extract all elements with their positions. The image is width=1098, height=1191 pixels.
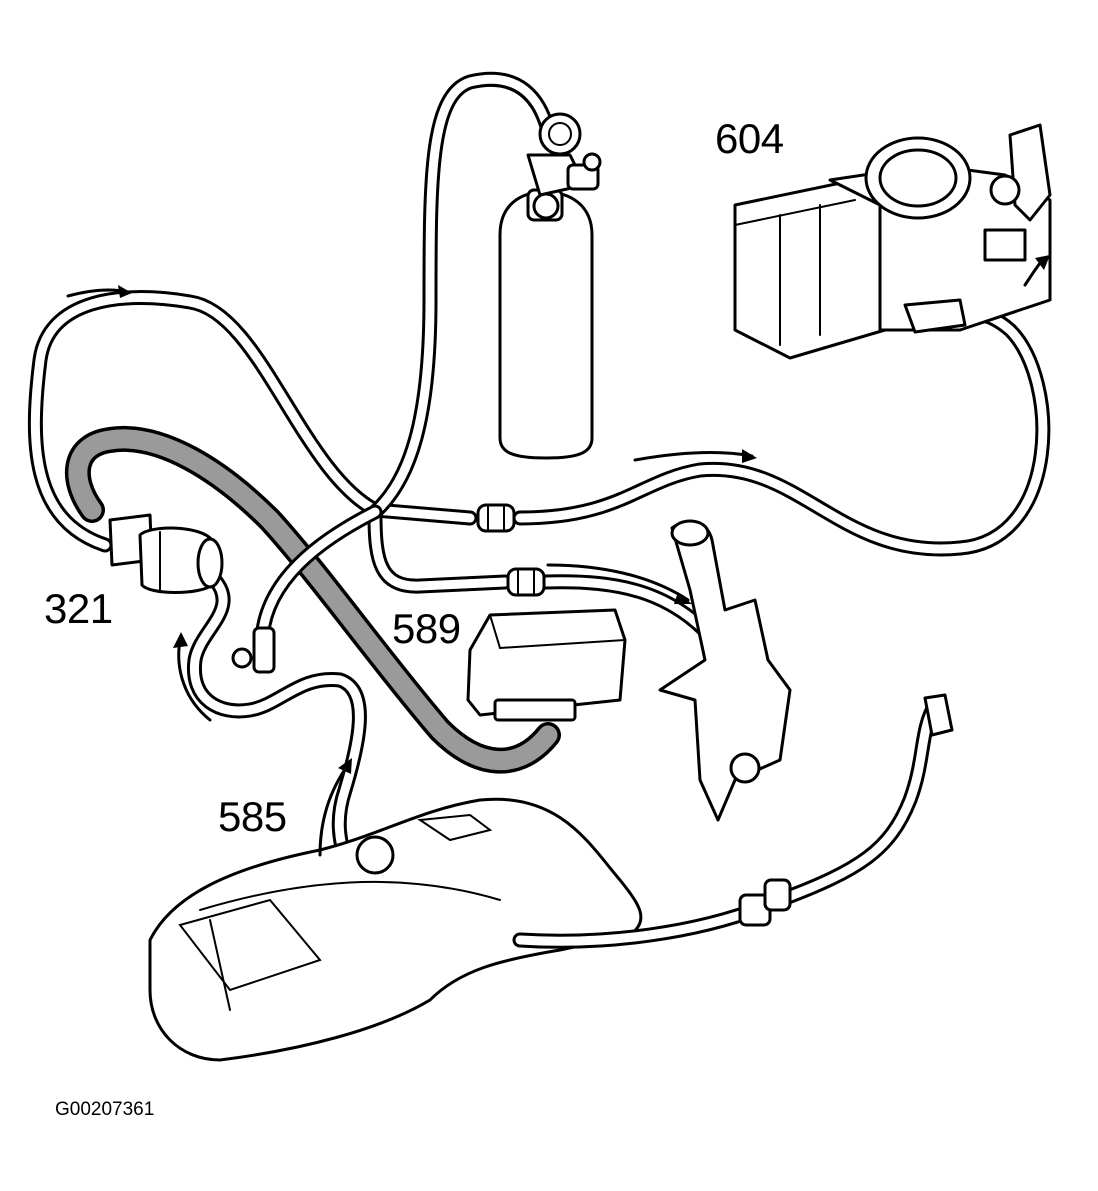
flow-arrow-icon: [173, 632, 188, 648]
purge-tee-fitting: [231, 626, 276, 674]
test-gas-cylinder: [498, 112, 602, 460]
figure-id: G00207361: [55, 1099, 155, 1120]
inline-connector-lower: [506, 567, 546, 597]
callout-604: 604: [715, 115, 784, 162]
flow-arrow-icon: [338, 758, 352, 774]
inline-connector-upper: [476, 503, 516, 533]
callout-321: 321: [44, 585, 113, 632]
flow-arrow-icon: [1035, 255, 1050, 270]
tubing-network: [27, 71, 1051, 868]
throttle-body-604: [733, 123, 1052, 360]
filler-neck: [512, 693, 954, 949]
callout-585: 585: [218, 793, 287, 840]
flow-arrow-icon: [742, 449, 757, 463]
callout-589: 589: [392, 605, 461, 652]
evap-canister-321: [108, 513, 224, 594]
ecm-589: [466, 608, 627, 722]
flow-arrows: [66, 255, 1050, 857]
flow-arrow-icon: [674, 592, 692, 604]
canister-vent-hose: [65, 425, 561, 774]
pressure-gauge-icon: [538, 112, 582, 156]
intake-pipe: [658, 519, 792, 822]
flow-arrow-icon: [118, 285, 132, 298]
fuel-tank-585: [148, 797, 643, 1062]
